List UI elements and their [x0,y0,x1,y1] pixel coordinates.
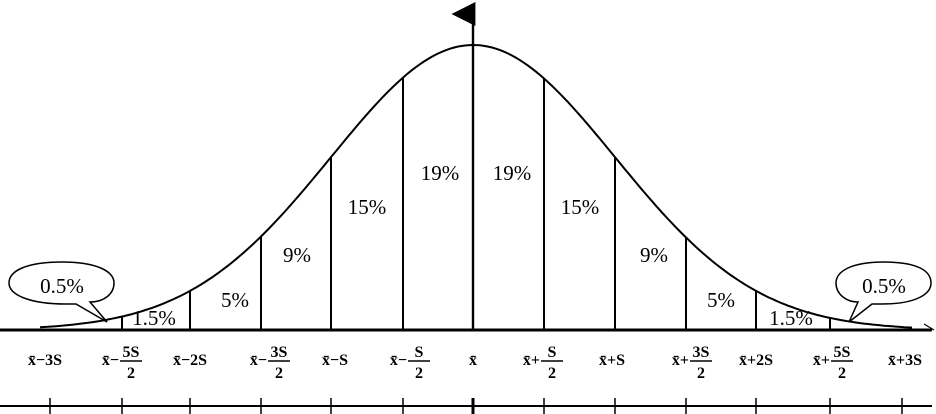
bell-curve [39,43,913,329]
segment-share-11: 1.5% [769,306,813,330]
axis-label-10: x̄+3S 2 [672,344,712,382]
axis-label-3: x̄−2S [173,352,207,369]
axis-label-13: x̄+3S [888,352,922,369]
fraction-numerator: S [415,344,424,361]
fraction-numerator: 3S [693,344,710,361]
divider-lines [121,77,831,330]
axis-label-4: x̄−3S 2 [250,344,290,382]
fraction-numerator: 5S [123,344,140,361]
segment-share-9: 9% [640,243,668,267]
fraction-denominator: 2 [838,365,846,382]
right-tail-callout [835,261,932,323]
segment-share-8: 15% [561,195,600,219]
axis-label-1: x̄−3S [28,352,62,369]
axis-label-text: x̄+3S [888,352,922,369]
axis-label-base: x̄− [390,352,407,369]
left-tail-share: 0.5% [40,274,84,298]
fraction-denominator: 2 [415,365,423,382]
axis-label-5: x̄−S [322,352,348,369]
fraction-denominator: 2 [697,365,705,382]
axis-label-6: x̄− S 2 [390,344,430,382]
axis-label-text: x̄+2S [739,352,773,369]
segment-share-4: 9% [283,243,311,267]
axis-label-7: x̄ [469,352,477,369]
right-tail-share: 0.5% [862,274,906,298]
fraction-denominator: 2 [127,365,135,382]
axis-label-11: x̄+2S [739,352,773,369]
axis-label-12: x̄+5S 2 [813,344,853,382]
segment-share-5: 15% [348,195,387,219]
x-axis-arrow-tip [923,323,935,331]
left-tail-callout [8,261,115,323]
axis-label-9: x̄+S [599,352,625,369]
segment-share-2: 1.5% [132,306,176,330]
axis-label-text: x̄+S [599,352,625,369]
axis-label-base: x̄+ [523,352,540,369]
fraction-denominator: 2 [275,365,283,382]
axis-label-text: x̄−3S [28,352,62,369]
bottom-ruler-ticks [49,398,903,414]
fraction-numerator: 5S [834,344,851,361]
axis-label-base: x̄− [102,352,119,369]
axis-label-base: x̄− [250,352,267,369]
axis-label-base: x̄+ [672,352,689,369]
fraction-denominator: 2 [548,365,556,382]
segment-share-10: 5% [707,288,735,312]
axis-label-text: x̄−2S [173,352,207,369]
axis-label-base: x̄+ [813,352,830,369]
segment-share-7: 19% [493,161,532,185]
segment-share-3: 5% [221,288,249,312]
axis-label-text: x̄−S [322,352,348,369]
axis-label-2: x̄−5S 2 [102,344,142,382]
axis-label-text: x̄ [469,352,477,369]
fraction-numerator: S [548,344,557,361]
segment-share-6: 19% [421,161,460,185]
fraction-numerator: 3S [271,344,288,361]
axis-label-8: x̄+ S 2 [523,344,563,382]
